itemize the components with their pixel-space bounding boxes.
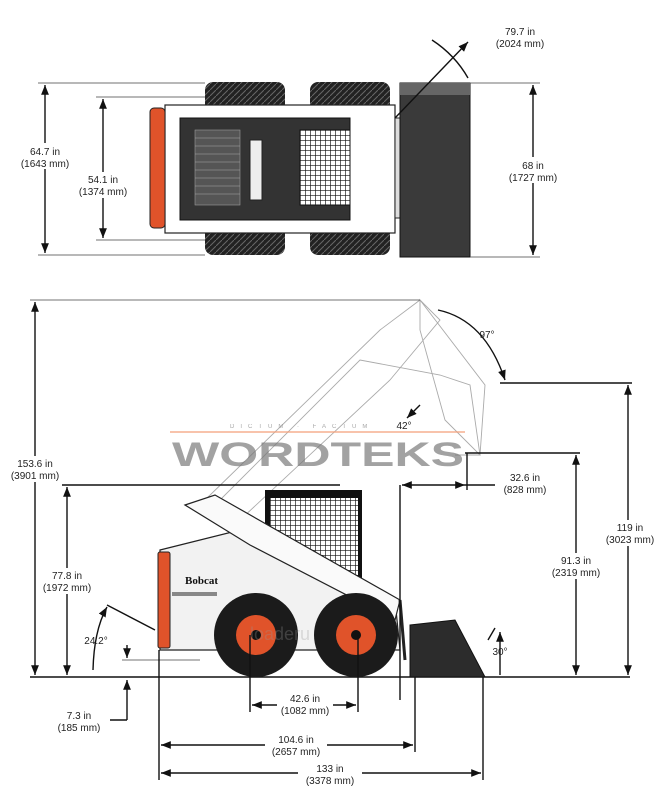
bucket-width-in: 68 in: [522, 161, 544, 172]
max-dump-height-in: 119 in: [617, 523, 644, 534]
departure-angle: 24.2°: [84, 636, 107, 647]
hinge-height-mm: (3901 mm): [11, 471, 59, 482]
raised-arm-outline: [204, 298, 486, 521]
bobcat-logo: Bobcat: [185, 575, 218, 587]
side-view: Bobcat Bobcat 153.6 in (3901 mm) 77.8 in: [5, 298, 662, 789]
tread-width-mm: (1374 mm): [79, 187, 127, 198]
watermark-tagline: DICTUM · FACTUM: [230, 424, 373, 430]
bucket: [409, 619, 486, 678]
hinge-height-in: 153.6 in: [17, 459, 53, 470]
max-dump-height-mm: (3023 mm): [606, 535, 654, 546]
wheelbase-in: 42.6 in: [290, 694, 320, 705]
dump-height-mm: (2319 mm): [552, 568, 600, 579]
watermark-main: WORDTEKS: [172, 436, 464, 474]
dump-reach-mm: (828 mm): [504, 485, 547, 496]
dump-reach-in: 32.6 in: [510, 473, 540, 484]
bucket-angle: 30°: [492, 647, 507, 658]
length-no-bucket-in: 104.6 in: [278, 735, 314, 746]
counterweight-orange: [149, 107, 166, 229]
counterweight-orange: [157, 551, 171, 649]
turning-radius-mm: (2024 mm): [496, 39, 544, 50]
wheelbase-mm: (1082 mm): [281, 706, 329, 717]
ground-clearance-mm: (185 mm): [58, 723, 101, 734]
length-with-bucket-mm: (3378 mm): [306, 776, 354, 787]
bucket-width-mm: (1727 mm): [509, 173, 557, 184]
overall-width-mm: (1643 mm): [21, 159, 69, 170]
cab-height-in: 77.8 in: [52, 571, 82, 582]
bucket: [399, 82, 471, 258]
top-view: 64.7 in (1643 mm) 54.1 in (1374 mm) 68 i…: [18, 27, 560, 258]
cab-height-mm: (1972 mm): [43, 583, 91, 594]
rollback-angle: 97°: [479, 330, 494, 341]
watermark: DICTUM · FACTUM WORDTEKS loaderu: [170, 424, 465, 644]
length-with-bucket-in: 133 in: [316, 764, 343, 775]
tread-width-in: 54.1 in: [88, 175, 118, 186]
side-view-machine: Bobcat Bobcat: [157, 490, 486, 678]
top-view-machine: [149, 82, 471, 258]
front-wheel: [314, 593, 398, 677]
length-no-bucket-mm: (2657 mm): [272, 747, 320, 758]
rear-wheel: [214, 593, 298, 677]
dump-angle: 42°: [396, 421, 411, 432]
turning-radius-in: 79.7 in: [505, 27, 535, 38]
watermark-secondary: loaderu: [250, 624, 310, 644]
dump-height-in: 91.3 in: [561, 556, 591, 567]
overall-width-in: 64.7 in: [30, 147, 60, 158]
ground-clearance-in: 7.3 in: [67, 711, 91, 722]
